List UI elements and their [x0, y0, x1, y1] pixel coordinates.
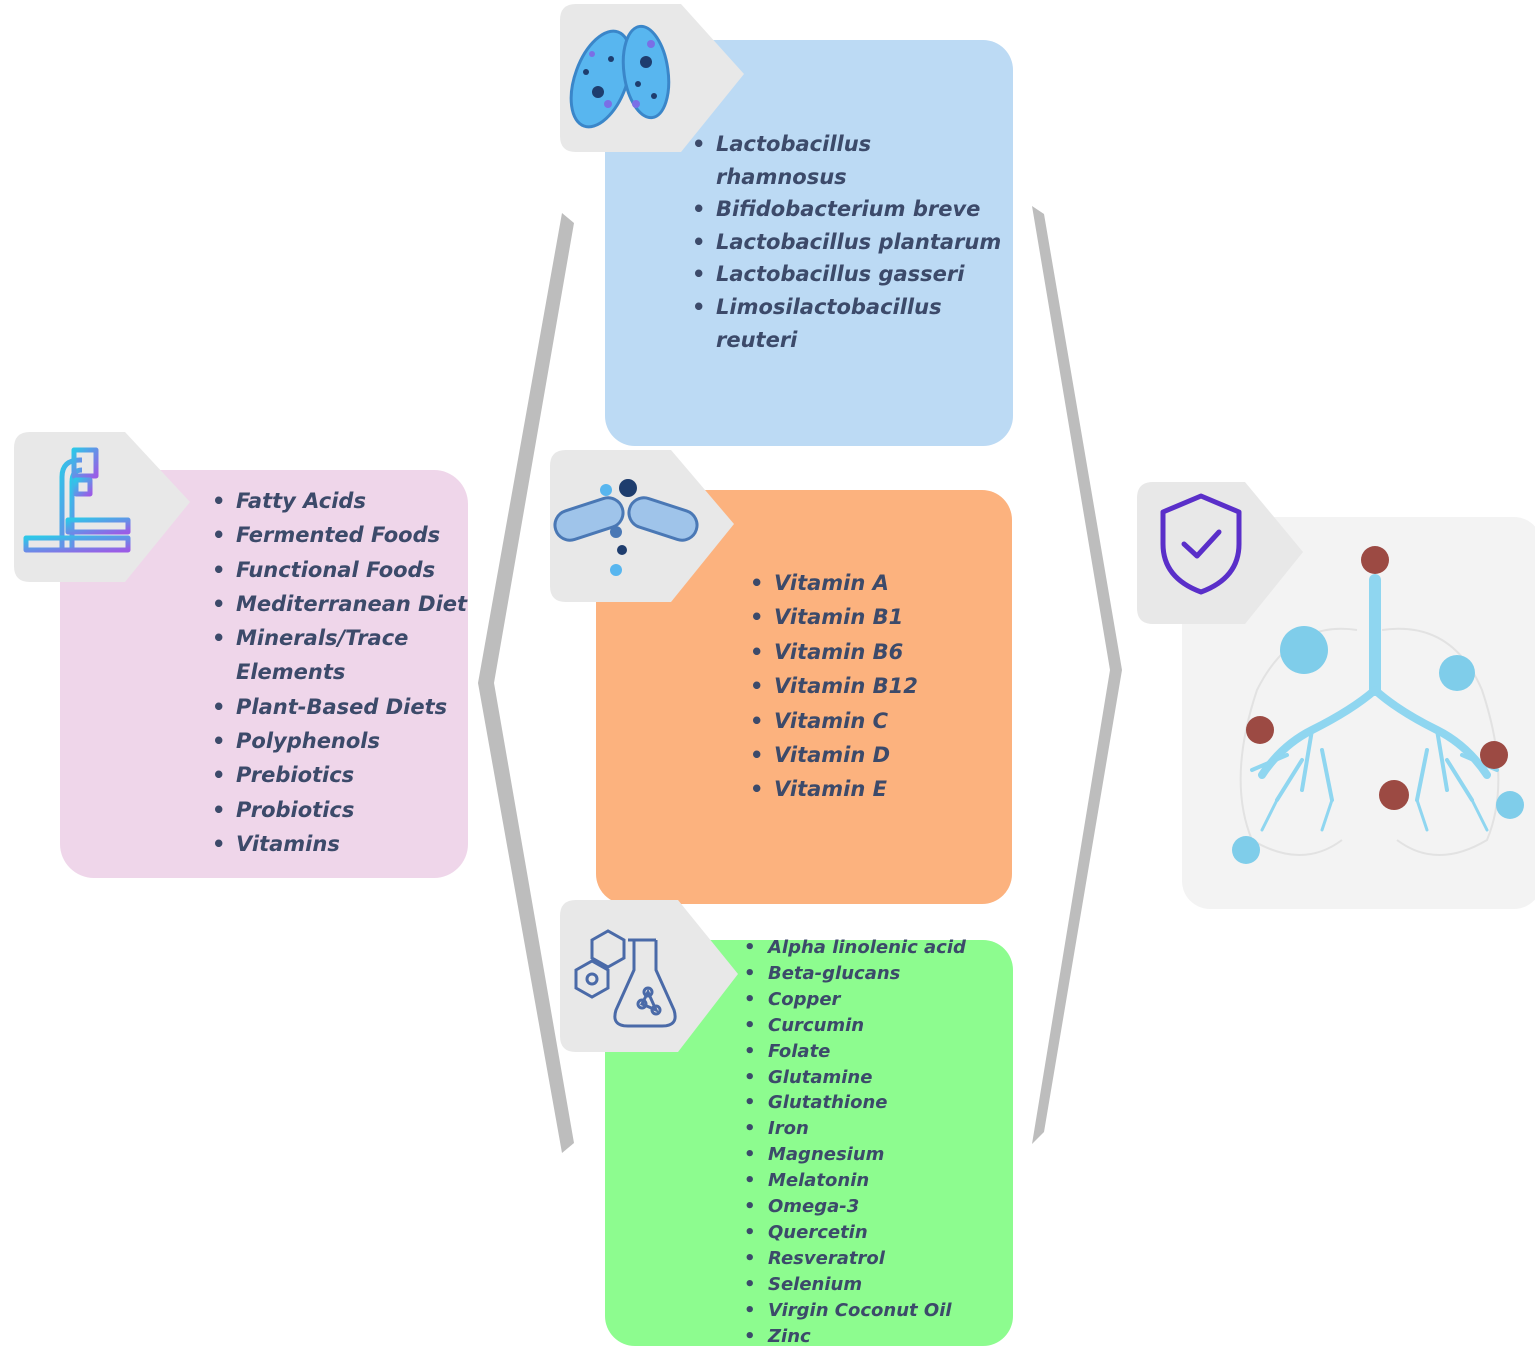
list-item: Vitamins: [212, 827, 472, 862]
list-item: Vitamin D: [750, 738, 1010, 773]
list-item: Curcumin: [744, 1013, 1012, 1039]
list-item: Bifidobacterium breve: [692, 193, 1012, 226]
list-item: Lactobacillus plantarum: [692, 226, 1012, 259]
list-item: Mediterranean Diet: [212, 587, 472, 622]
dietary-factors-list: Fatty Acids Fermented Foods Functional F…: [212, 484, 472, 862]
bacteria-icon: [556, 4, 746, 154]
probiotic-strains-list: Lactobacillus rhamnosus Bifidobacterium …: [692, 128, 1012, 356]
list-item: Glutamine: [744, 1065, 1012, 1091]
list-item: Selenium: [744, 1272, 1012, 1298]
list-item: Resveratrol: [744, 1246, 1012, 1272]
list-item: Minerals/Trace Elements: [212, 621, 416, 690]
list-item: Lactobacillus rhamnosus: [692, 128, 871, 193]
list-item: Polyphenols: [212, 724, 472, 759]
list-item: Vitamin C: [750, 704, 1010, 739]
list-item: Quercetin: [744, 1220, 1012, 1246]
shield-check-icon: [1135, 482, 1305, 627]
list-item: Vitamin A: [750, 566, 1010, 601]
list-item: Prebiotics: [212, 758, 472, 793]
list-item: Fatty Acids: [212, 484, 472, 519]
list-item: Alpha linolenic acid: [744, 935, 1012, 961]
vitamins-list: Vitamin A Vitamin B1 Vitamin B6 Vitamin …: [750, 566, 1010, 807]
list-item: Vitamin B12: [750, 669, 1010, 704]
list-item: Melatonin: [744, 1168, 1012, 1194]
nutrients-compounds-list: Alpha linolenic acid Beta-glucans Copper…: [744, 935, 1012, 1350]
list-item: Virgin Coconut Oil: [744, 1298, 1012, 1324]
list-item: Lactobacillus gasseri: [692, 258, 1012, 291]
list-item: Vitamin B1: [750, 600, 1010, 635]
list-item: Glutathione: [744, 1090, 1012, 1116]
lungs-virus-illustration: [1182, 540, 1532, 880]
list-item: Beta-glucans: [744, 961, 1012, 987]
list-item: Fermented Foods: [212, 518, 472, 553]
list-item: Limosilactobacillus reuteri: [692, 291, 946, 356]
list-item: Copper: [744, 987, 1012, 1013]
list-item: Vitamin B6: [750, 635, 1010, 670]
list-item: Omega-3: [744, 1194, 1012, 1220]
chemistry-flask-icon: [556, 900, 741, 1055]
list-item: Vitamin E: [750, 772, 1010, 807]
list-item: Probiotics: [212, 793, 472, 828]
list-item: Iron: [744, 1116, 1012, 1142]
list-item: Plant-Based Diets: [212, 690, 472, 725]
capsule-icon: [546, 450, 736, 605]
list-item: Magnesium: [744, 1142, 1012, 1168]
list-item: Zinc: [744, 1324, 1012, 1350]
right-bracket: [1032, 206, 1122, 1144]
list-item: Folate: [744, 1039, 1012, 1065]
microscope-icon: [10, 432, 195, 587]
list-item: Functional Foods: [212, 553, 472, 588]
